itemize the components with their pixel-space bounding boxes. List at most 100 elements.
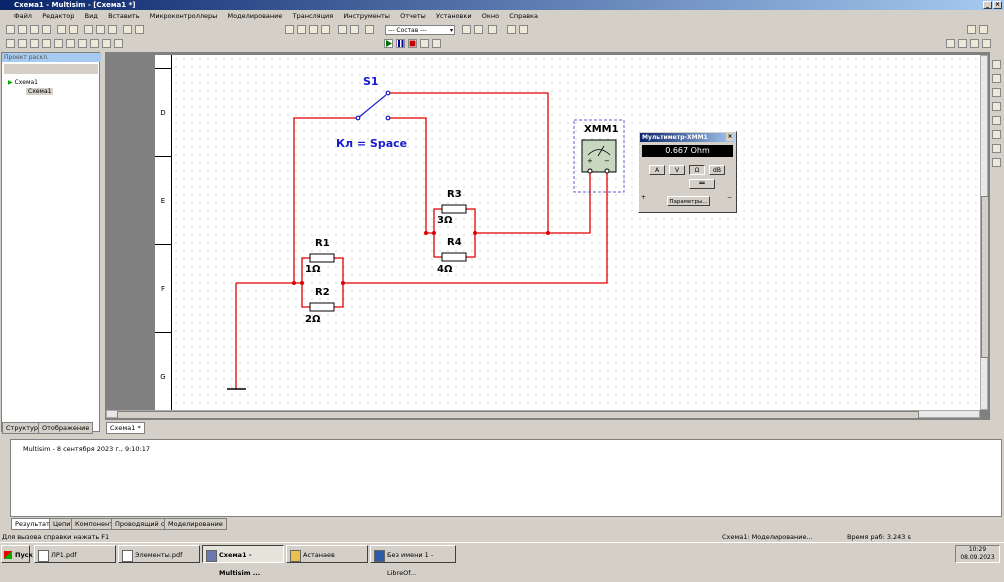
menu-file[interactable]: Файл xyxy=(14,12,32,20)
vertical-scrollbar[interactable] xyxy=(980,55,989,410)
instrument-wattmeter-icon[interactable] xyxy=(992,88,1001,97)
layout-icon[interactable] xyxy=(979,25,988,34)
menu-simulate[interactable]: Моделирование xyxy=(227,12,283,20)
open-icon[interactable] xyxy=(18,25,27,34)
multimeter-window[interactable]: Мультиметр-XMM1 × 0.667 Ohm A V Ω dB ═ +… xyxy=(638,131,737,213)
print-icon[interactable] xyxy=(57,25,66,34)
copy-icon[interactable] xyxy=(96,25,105,34)
menu-window[interactable]: Окно xyxy=(481,12,500,20)
menu-options[interactable]: Установки xyxy=(436,12,472,20)
task-multisim[interactable]: Схема1 - Multisim ... xyxy=(202,545,284,577)
instrument-bode-icon[interactable] xyxy=(992,116,1001,125)
undo-icon[interactable] xyxy=(123,25,132,34)
ercheck-icon[interactable] xyxy=(365,25,374,34)
place-indicator-icon[interactable] xyxy=(114,39,123,48)
task-libreoffice[interactable]: Без имени 1 - LibreOf... xyxy=(370,545,456,577)
tab-simulation[interactable]: Моделирование xyxy=(164,518,227,530)
save-icon[interactable] xyxy=(42,25,51,34)
run-icon[interactable] xyxy=(384,39,393,48)
params-button[interactable]: Параметры... xyxy=(667,196,710,206)
place-analog-icon[interactable] xyxy=(54,39,63,48)
component-select[interactable]: --- Состав --- ▾ xyxy=(385,25,455,35)
new-icon[interactable] xyxy=(6,25,15,34)
place-ttl-icon[interactable] xyxy=(66,39,75,48)
multimeter-xmm1[interactable] xyxy=(573,119,625,193)
scrollbar-thumb[interactable] xyxy=(117,411,919,419)
grapher-icon[interactable] xyxy=(338,25,347,34)
menu-view[interactable]: Вид xyxy=(84,12,98,20)
menu-help[interactable]: Справка xyxy=(509,12,538,20)
tree-item-root[interactable]: ▶ Схема1 xyxy=(8,79,38,86)
resistor-r2[interactable] xyxy=(309,302,335,312)
instrument-logic-analyzer-icon[interactable] xyxy=(992,158,1001,167)
menu-reports[interactable]: Отчеты xyxy=(400,12,426,20)
start-button[interactable]: Пуск xyxy=(1,545,33,563)
mode-db-button[interactable]: dB xyxy=(709,165,725,175)
stop-icon[interactable] xyxy=(408,39,417,48)
pause-icon[interactable] xyxy=(396,39,405,48)
switch-s1[interactable] xyxy=(355,90,391,121)
signal-mode-button[interactable]: ═ xyxy=(689,179,715,189)
transfer-icon[interactable] xyxy=(488,25,497,34)
spreadsheet-icon[interactable] xyxy=(297,25,306,34)
zoom-out-icon[interactable] xyxy=(958,39,967,48)
zoom-fit-icon[interactable] xyxy=(982,39,991,48)
task-elements-pdf[interactable]: Элементы.pdf xyxy=(118,545,200,563)
tab-display[interactable]: Отображение xyxy=(38,422,94,434)
instrument-multimeter-icon[interactable] xyxy=(992,60,1001,69)
close-icon[interactable]: × xyxy=(993,1,1002,9)
close-icon[interactable]: × xyxy=(726,133,734,141)
place-basic-icon[interactable] xyxy=(18,39,27,48)
place-cmos-icon[interactable] xyxy=(78,39,87,48)
place-source-icon[interactable] xyxy=(6,39,15,48)
system-clock[interactable]: 10:29 08.09.2023 xyxy=(955,545,1000,563)
resistor-r3[interactable] xyxy=(441,204,467,214)
print-preview-icon[interactable] xyxy=(69,25,78,34)
instrument-oscilloscope-icon[interactable] xyxy=(992,102,1001,111)
instrument-counter-icon[interactable] xyxy=(992,130,1001,139)
tab-schematic[interactable]: Схема1 * xyxy=(106,422,145,434)
place-mixed-icon[interactable] xyxy=(102,39,111,48)
postprocessor-icon[interactable] xyxy=(350,25,359,34)
forward-annotate-icon[interactable] xyxy=(474,25,483,34)
scrollbar-thumb[interactable] xyxy=(981,196,989,358)
menu-insert[interactable]: Вставить xyxy=(108,12,140,20)
db-icon[interactable] xyxy=(309,25,318,34)
tab-results[interactable]: Результаты xyxy=(11,518,59,530)
place-transistor-icon[interactable] xyxy=(42,39,51,48)
resistor-r1[interactable] xyxy=(309,253,335,263)
place-misc-digital-icon[interactable] xyxy=(90,39,99,48)
breadboard-icon[interactable] xyxy=(321,25,330,34)
tab-nets[interactable]: Цепи xyxy=(49,518,75,530)
open-sample-icon[interactable] xyxy=(30,25,39,34)
search-icon[interactable] xyxy=(507,25,516,34)
mode-ohm-button[interactable]: Ω xyxy=(689,165,705,175)
resistor-r4[interactable] xyxy=(441,252,467,262)
probe-icon[interactable] xyxy=(432,39,441,48)
tab-components[interactable]: Компоненты xyxy=(71,518,123,530)
task-lr1-pdf[interactable]: ЛР1.pdf xyxy=(34,545,116,563)
tab-copper-layer[interactable]: Проводящий слой xyxy=(111,518,181,530)
instrument-generator-icon[interactable] xyxy=(992,74,1001,83)
menu-tools[interactable]: Инструменты xyxy=(343,12,390,20)
place-diode-icon[interactable] xyxy=(30,39,39,48)
menu-transfer[interactable]: Трансляция xyxy=(292,12,334,20)
zoom-in-icon[interactable] xyxy=(946,39,955,48)
grid-icon[interactable] xyxy=(285,25,294,34)
mode-ampere-button[interactable]: A xyxy=(649,165,665,175)
menu-mcu[interactable]: Микроконтроллеры xyxy=(149,12,218,20)
tree-item-schematic[interactable]: Схема1 xyxy=(26,88,54,95)
zoom-area-icon[interactable] xyxy=(970,39,979,48)
paste-icon[interactable] xyxy=(108,25,117,34)
instrument-word-gen-icon[interactable] xyxy=(992,144,1001,153)
task-folder[interactable]: Астанаев xyxy=(286,545,368,563)
pinball-icon[interactable] xyxy=(420,39,429,48)
back-annotate-icon[interactable] xyxy=(462,25,471,34)
print-circuit-icon[interactable] xyxy=(967,25,976,34)
menu-edit[interactable]: Редактор xyxy=(42,12,75,20)
cut-icon[interactable] xyxy=(84,25,93,34)
mode-volt-button[interactable]: V xyxy=(669,165,685,175)
redo-icon[interactable] xyxy=(135,25,144,34)
horizontal-scrollbar[interactable] xyxy=(106,410,980,419)
help-icon[interactable] xyxy=(519,25,528,34)
